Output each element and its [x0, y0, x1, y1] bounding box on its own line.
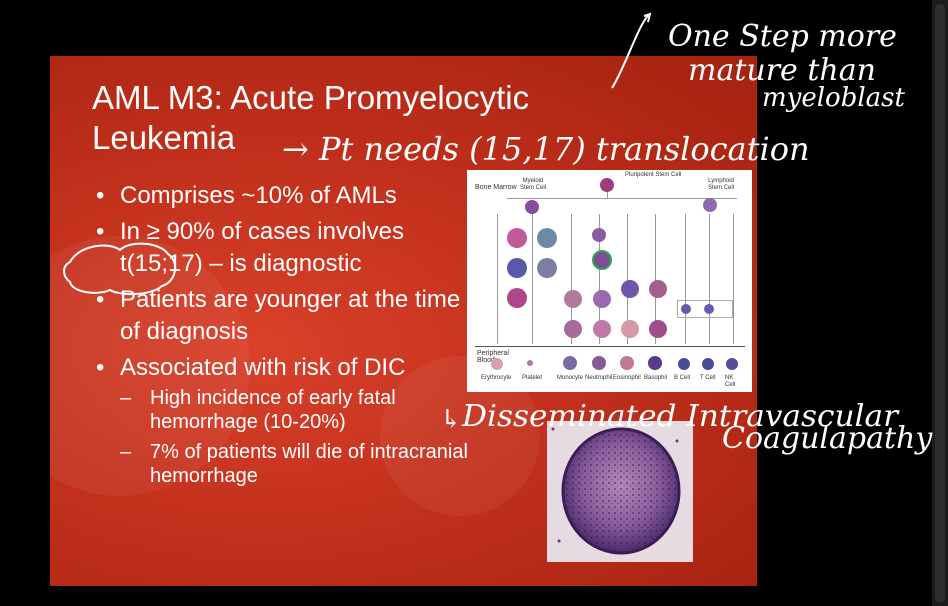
- monocyte-image: [563, 356, 577, 370]
- promyelocyte-circled-image: [592, 250, 612, 270]
- annotation-arrowhead: [643, 12, 652, 23]
- lineage-line: [685, 214, 686, 344]
- bullet-text: Comprises ~10% of AMLs: [120, 182, 397, 209]
- bullet-list: • Comprises ~10% of AMLs • In ≥ 90% of cas…: [68, 180, 468, 494]
- sub-bullet-text: High incidence of early fatal hemorrhage…: [150, 387, 396, 433]
- scrollbar-thumb[interactable]: [935, 4, 945, 602]
- sub-bullet-marker: –: [120, 441, 132, 463]
- t-cell-label: T Cell: [700, 375, 716, 381]
- cell-image: [507, 228, 527, 248]
- sub-bullet-list: –High incidence of early fatal hemorrhag…: [120, 386, 468, 488]
- title-line-1: AML M3: Acute Promyelocytic: [92, 79, 530, 116]
- cell-image: [537, 258, 557, 278]
- lineage-line: [709, 214, 710, 344]
- platelet-label: Platelet: [522, 375, 543, 381]
- cell-image: [537, 228, 557, 248]
- eosinophil-image: [620, 356, 634, 370]
- sub-bullet-item: –7% of patients will die of intracranial…: [120, 440, 468, 488]
- promyelocyte-micrograph: [547, 421, 693, 562]
- bullet-item: • Comprises ~10% of AMLs: [68, 180, 468, 212]
- scrollbar[interactable]: [932, 0, 948, 606]
- neutrophil-image: [592, 356, 606, 370]
- lineage-line: [532, 214, 533, 344]
- peripheral-blood-label: Peripheral Blood: [477, 350, 509, 364]
- title-line-2: Leukemia: [92, 119, 236, 156]
- bullet-marker: •: [96, 218, 105, 245]
- bullet-marker: •: [96, 354, 105, 381]
- cell-image: [681, 304, 691, 314]
- basophil-label: Basophil: [644, 375, 668, 381]
- myeloid-stem-cell-label: Myeloid Stem Cell: [519, 178, 546, 191]
- neutrophil-label: Neutrophil: [585, 375, 613, 381]
- cell-image: [649, 280, 667, 298]
- pluripotent-stem-cell-label: Pluripotent Stem Cell: [625, 172, 682, 178]
- cell-image: [507, 288, 527, 308]
- cell-image: [621, 320, 639, 338]
- cell-image: [593, 320, 611, 338]
- bullet-item: • Patients are younger at the time of dia…: [68, 284, 468, 348]
- hematopoiesis-diagram: Bone Marrow Myeloid Stem Cell Pluripoten…: [467, 170, 752, 392]
- bullet-text: Associated with risk of DIC: [120, 354, 406, 381]
- sub-bullet-text: 7% of patients will die of intracranial …: [150, 441, 468, 487]
- bullet-text: Patients are younger at the time of diag…: [120, 286, 461, 345]
- sub-bullet-item: –High incidence of early fatal hemorrhag…: [120, 386, 468, 434]
- t-cell-image: [702, 358, 714, 370]
- cell-image: [704, 304, 714, 314]
- cell-image: [564, 320, 582, 338]
- bullet-item: • In ≥ 90% of cases involves t(15;17) – i…: [68, 216, 468, 280]
- cell-frame: [677, 300, 733, 318]
- nk-cell-image: [726, 358, 738, 370]
- lineage-line: [497, 214, 498, 344]
- lineage-line: [507, 198, 737, 199]
- bullet-marker: •: [96, 286, 105, 313]
- sub-bullet-marker: –: [120, 387, 132, 409]
- lineage-line: [733, 214, 734, 344]
- b-cell-label: B Cell: [674, 375, 691, 381]
- lineage-line: [655, 214, 656, 344]
- cell-image: [593, 290, 611, 308]
- platelet-image: [527, 360, 533, 366]
- micrograph-svg: [547, 421, 693, 562]
- erythrocyte-image: [491, 358, 503, 370]
- bullet-item: • Associated with risk of DIC –High incid…: [68, 352, 468, 488]
- monocyte-label: Monocyte: [557, 375, 584, 381]
- cell-image: [564, 290, 582, 308]
- bullet-text: In ≥ 90% of cases involves t(15;17) – is…: [120, 218, 404, 277]
- nk-cell-label: NK Cell: [725, 375, 736, 388]
- cell-image: [649, 320, 667, 338]
- cell-image: [621, 280, 639, 298]
- slide-title: AML M3: Acute Promyelocytic Leukemia: [92, 78, 529, 158]
- annotation-step-line3: myeloblast: [762, 83, 906, 113]
- lineage-line: [627, 214, 628, 344]
- peripheral-blood-divider: [475, 346, 745, 347]
- lymphoid-cell-image: [703, 198, 717, 212]
- annotation-step-line1: One Step more: [668, 19, 897, 54]
- erythrocyte-label: Erythrocyte: [481, 375, 512, 381]
- bone-marrow-label: Bone Marrow: [475, 184, 517, 191]
- lymphoid-stem-cell-label: Lymphoid Stem Cell: [707, 178, 734, 191]
- stem-cell-image: [600, 178, 614, 192]
- lineage-line: [571, 214, 572, 344]
- b-cell-image: [678, 358, 690, 370]
- bullet-marker: •: [96, 182, 105, 209]
- cell-image: [507, 258, 527, 278]
- myeloid-cell-image: [525, 200, 539, 214]
- eosinophil-label: Eosinophil: [613, 375, 641, 381]
- lineage-line: [599, 214, 600, 344]
- cell-image: [592, 228, 606, 242]
- basophil-image: [648, 356, 662, 370]
